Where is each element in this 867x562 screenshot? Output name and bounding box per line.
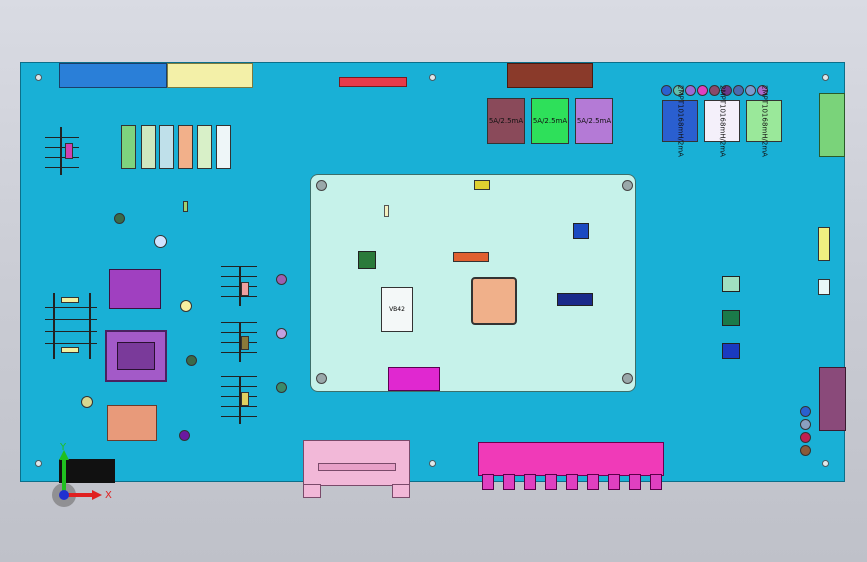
- triad-backdrop: [59, 459, 115, 483]
- relay-rating: 8mH/2mA: [760, 121, 769, 157]
- fuse-holder: [216, 125, 231, 169]
- fuse: 5A/2.5mA: [575, 98, 613, 144]
- connector-green-right: [819, 93, 845, 157]
- control-module: VB42: [310, 174, 636, 392]
- connector-purple-right: [819, 367, 846, 431]
- connector-blue: [59, 63, 167, 88]
- resistor: [183, 201, 188, 212]
- small-component: [276, 382, 287, 393]
- connector-yellow: [167, 63, 253, 88]
- pin-headers: [221, 266, 261, 426]
- fuse-label: 5A/2.5mA: [488, 117, 524, 125]
- small-component: [179, 430, 190, 441]
- fuse-holder: [178, 125, 193, 169]
- led: [757, 85, 768, 96]
- header-yellow: [474, 180, 490, 190]
- inductor-orange: [107, 405, 157, 441]
- fuse: 5A/2.5mA: [531, 98, 569, 144]
- relay-rating: 8mH/2mA: [676, 121, 685, 157]
- header-red: [339, 77, 407, 87]
- led: [800, 445, 811, 456]
- led: [733, 85, 744, 96]
- connector-brown: [507, 63, 593, 88]
- small-component: [186, 355, 197, 366]
- ribbon-connector: [388, 367, 440, 391]
- mount-hole: [429, 74, 436, 81]
- axis-triad: X Y: [52, 442, 112, 507]
- crystal-chip: VB42: [381, 287, 413, 332]
- header-yellow-right: [818, 227, 830, 261]
- led: [721, 85, 732, 96]
- led: [697, 85, 708, 96]
- small-component: [276, 274, 287, 285]
- mount-hole: [429, 460, 436, 467]
- transistor-outline: [45, 127, 79, 175]
- main-mcu: [471, 277, 517, 325]
- idc-latch: [392, 484, 410, 498]
- led: [745, 85, 756, 96]
- relay-part: 2MPT1016: [676, 85, 685, 122]
- led: [800, 406, 811, 417]
- terminal-block: [45, 293, 97, 359]
- led: [685, 85, 696, 96]
- fuse-label: 5A/2.5mA: [532, 117, 568, 125]
- relay-part: 2MPT1016: [718, 85, 727, 122]
- small-component: [180, 300, 192, 312]
- led: [661, 85, 672, 96]
- ic-small: [358, 251, 376, 269]
- ic-small: [722, 343, 740, 359]
- small-component: [81, 396, 93, 408]
- terminal-screws: [482, 474, 662, 490]
- header-orange: [453, 252, 489, 262]
- led: [800, 419, 811, 430]
- axis-y-label: Y: [59, 442, 67, 453]
- chip-label: VB42: [389, 306, 405, 313]
- led: [800, 432, 811, 443]
- relay-rating: 8mH/2mA: [718, 121, 727, 157]
- mount-hole: [35, 74, 42, 81]
- resistor: [384, 205, 389, 217]
- axis-x-label: X: [105, 490, 112, 501]
- fuse-holder: [141, 125, 156, 169]
- led: [673, 85, 684, 96]
- idc-latch: [303, 484, 321, 498]
- fuse-holder: [159, 125, 174, 169]
- led: [709, 85, 720, 96]
- transformer: [105, 330, 167, 382]
- terminal-block-pink: [478, 442, 664, 476]
- ic-wide: [557, 293, 593, 306]
- small-component: [276, 328, 287, 339]
- small-component: [154, 235, 167, 248]
- fuse-holder: [121, 125, 136, 169]
- relay-part: 2MPT1016: [760, 85, 769, 122]
- inductor: [109, 269, 161, 309]
- mount-hole: [822, 460, 829, 467]
- small-component: [114, 213, 125, 224]
- ic-small: [722, 276, 740, 292]
- idc-connector: [303, 440, 410, 486]
- ic-small: [722, 310, 740, 326]
- header-small-right: [818, 279, 830, 295]
- fuse-label: 5A/2.5mA: [576, 117, 612, 125]
- fuse: 5A/2.5mA: [487, 98, 525, 144]
- mount-hole: [822, 74, 829, 81]
- fuse-holder: [197, 125, 212, 169]
- ic-small: [573, 223, 589, 239]
- mount-hole: [35, 460, 42, 467]
